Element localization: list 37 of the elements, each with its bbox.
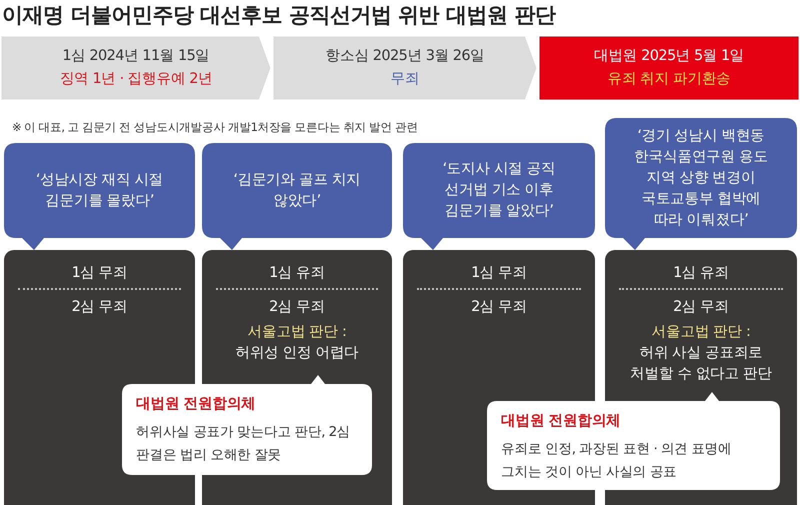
step-verdict: 유죄 취지 파기환송 [607,70,731,88]
verdict-line: 1심 유죄 [672,264,730,283]
verdict-line: 2심 무죄 [672,298,730,317]
callout-text: 허위사실 공표가 맞는다고 판단, 2심 판결은 법리 오해한 잘못 [136,423,351,465]
speech-bubble [403,143,595,250]
step-verdict: 무죄 [390,70,420,88]
callout-heading: 대법원 전원합의체 [501,412,621,430]
step-verdict: 징역 1년 · 집행유예 2년 [60,70,212,88]
speech-bubble [605,118,797,250]
court-heading: 서울고법 판단 : [246,323,348,342]
chevron-step [272,35,538,101]
quote-text: ‘도지사 시절 공직 선거법 기소 이후 김문기를 알았다’ [442,160,556,221]
ruling-tooltip [487,392,780,490]
court-finding: 허위성 인정 어렵다 [234,344,360,363]
callout-heading: 대법원 전원합의체 [136,395,256,413]
verdict-line: 2심 무죄 [470,298,528,317]
callout-text: 유죄로 인정, 과장된 표현 · 의견 표명에 그치는 것이 아닌 사실의 공표 [501,440,733,482]
step-date: 항소심 2025년 3월 26일 [326,47,484,65]
title: 이재명 더불어민주당 대선후보 공직선거법 위반 대법원 판단 [2,2,556,29]
quote-text: ‘성남시장 재직 시절 김문기를 몰랐다’ [34,170,164,210]
step-date: 1심 2024년 11월 15일 [62,47,210,65]
quote-text: ‘김문기와 골프 치지 않았다’ [232,170,362,210]
chevron-step [0,35,272,101]
speech-bubble [4,143,195,250]
speech-bubble [202,143,392,250]
verdict-line: 1심 유죄 [268,264,326,283]
quote-text: ‘경기 성남시 백현동 한국식품연구원 용도 지역 상향 변경이 국토교통부 협박에 따라 이뤄졌다’ [633,126,769,230]
verdict-line: 1심 무죄 [70,264,128,283]
verdict-line: 2심 무죄 [268,298,326,317]
ruling-tooltip [122,375,372,475]
verdict-line: 2심 무죄 [70,298,128,317]
step-date: 대법원 2025년 5월 1일 [594,47,744,65]
chevron-step [538,35,800,101]
court-finding: 허위 사실 공표죄로 처벌할 수 없다고 판단 [629,344,773,384]
court-heading: 서울고법 판단 : [650,323,752,342]
note: ※ 이 대표, 고 김문기 전 성남도시개발공사 개발1처장을 모른다는 취지 발언 관련 [12,120,418,135]
verdict-line: 1심 무죄 [470,264,528,283]
